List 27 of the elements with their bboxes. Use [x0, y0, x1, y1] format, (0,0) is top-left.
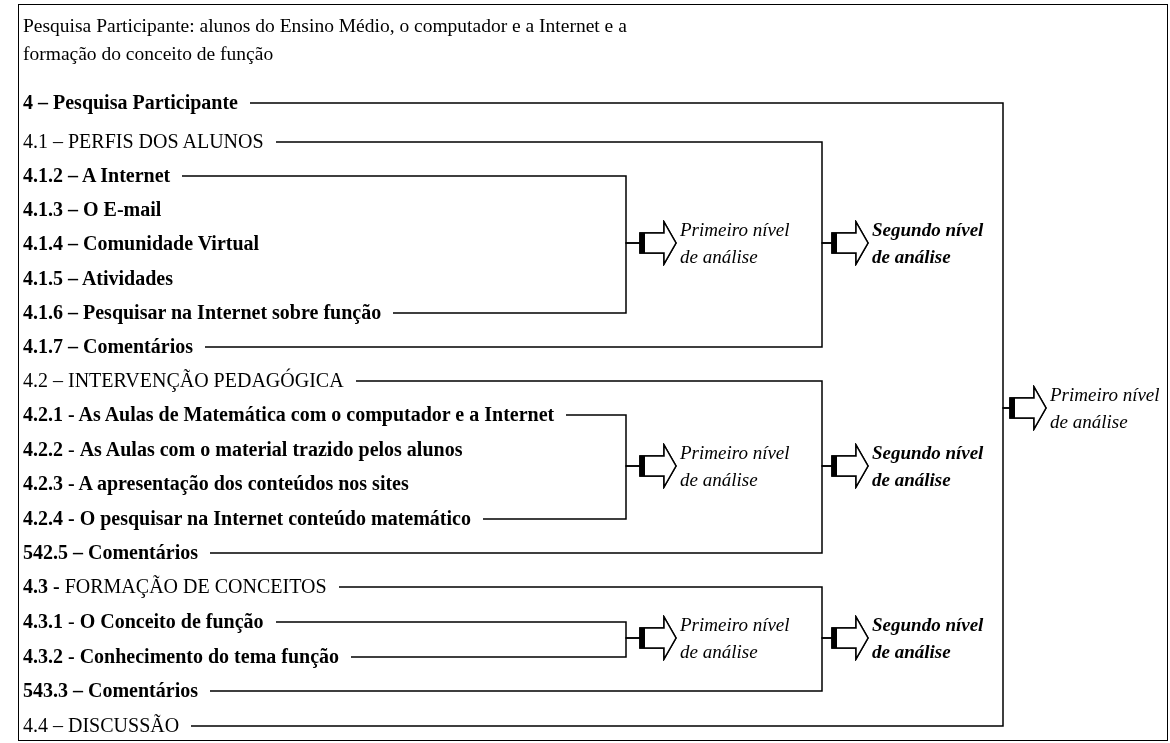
section-heading: 4.4 – DISCUSSÃO — [23, 713, 180, 737]
section-heading: 4.1.6 – Pesquisar na Internet sobre função — [23, 300, 382, 324]
level-label: Primeiro nível de análise — [680, 216, 798, 270]
section-heading: 4.1 – PERFIS DOS ALUNOS — [23, 129, 264, 153]
section-heading: 4.1.7 – Comentários — [23, 334, 193, 358]
section-heading: 4.1.3 – O E-mail — [23, 197, 162, 221]
diagram-title: Pesquisa Participante: alunos do Ensino Médio, o computador e a Internet e a formação do conceito de função — [23, 14, 628, 66]
section-heading: 4.3.2 - Conhecimento do tema função — [23, 644, 340, 668]
section-heading: 4.2 – INTERVENÇÃO PEDAGÓGICA — [23, 368, 344, 392]
level-label: Primeiro nível de análise — [680, 439, 798, 493]
section-heading: 542.5 – Comentários — [23, 540, 198, 564]
section-heading: 4.2.3 - A apresentação dos conteúdos nos sites — [23, 471, 409, 495]
level-label: Primeiro nível de análise — [1050, 381, 1168, 435]
section-heading: 4.2.1 - As Aulas de Matemática com o computador e a Internet — [23, 402, 555, 426]
section-heading: 4 – Pesquisa Participante — [23, 90, 238, 114]
section-heading: 4.1.4 – Comunidade Virtual — [23, 231, 260, 255]
level-label: Segundo nível de análise — [872, 216, 990, 270]
section-heading: 4.3.1 - O Conceito de função — [23, 609, 264, 633]
section-heading: 4.1.5 – Atividades — [23, 266, 174, 290]
section-heading: 4.2.4 - O pesquisar na Internet conteúdo matemático — [23, 506, 471, 530]
level-label: Segundo nível de análise — [872, 439, 990, 493]
section-heading: 4.2.2 - As Aulas com o material trazido pelos alunos — [23, 437, 463, 461]
section-heading: 543.3 – Comentários — [23, 678, 198, 702]
level-label: Primeiro nível de análise — [680, 611, 798, 665]
level-label: Segundo nível de análise — [872, 611, 990, 665]
section-heading: 4.1.2 – A Internet — [23, 163, 171, 187]
section-heading: 4.3 - FORMAÇÃO DE CONCEITOS — [23, 574, 327, 598]
